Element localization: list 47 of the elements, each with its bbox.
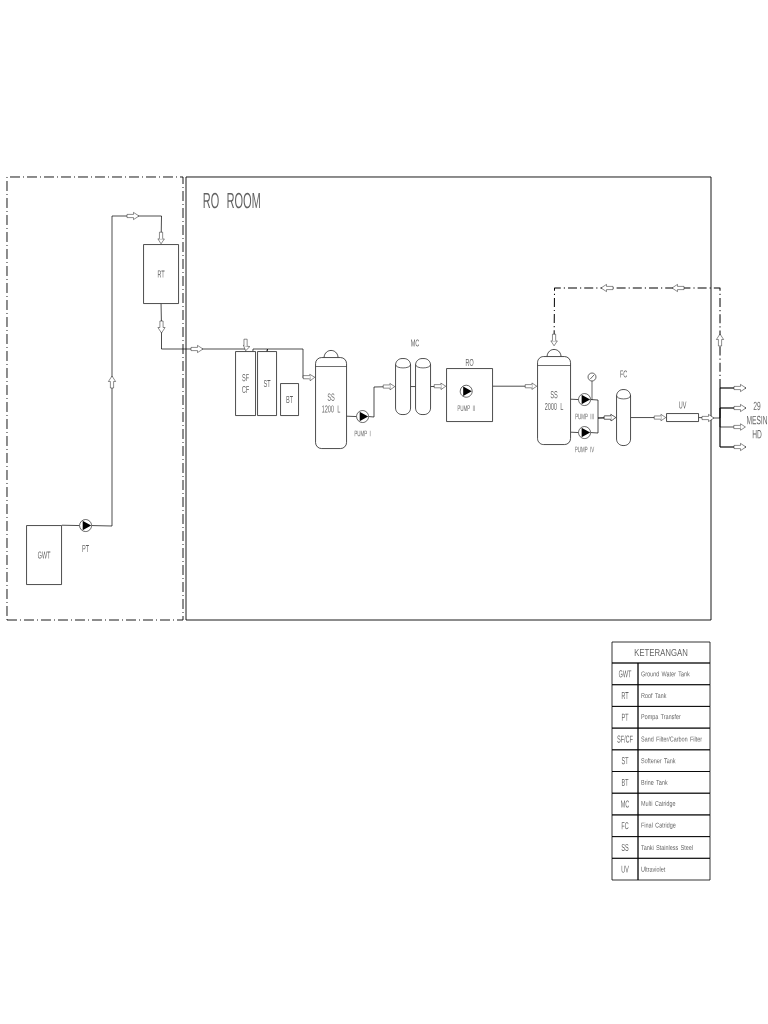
tank-box: RT: [143, 244, 179, 304]
table-cell: BT: [611, 771, 639, 794]
node-label: FC: [620, 370, 628, 378]
table-cell: RT: [611, 684, 639, 707]
flow-arrow: [91, 212, 165, 527]
table-cell: PT: [611, 706, 639, 729]
cartridge-filter: [395, 358, 411, 415]
component-label: MC: [411, 339, 420, 347]
table-cell: GWT: [611, 662, 639, 686]
table-header: KETERANGAN: [611, 641, 711, 664]
pump-label: PUMP IV: [575, 446, 595, 453]
tank-box: ST: [257, 351, 277, 416]
destination-label: 29 MESIN HD: [747, 401, 767, 439]
node-label: RO: [465, 358, 474, 366]
pipe-line: [410, 386, 416, 387]
pipe-line: [570, 398, 579, 400]
pipe-line: [570, 431, 579, 433]
flow-arrow: [492, 382, 538, 390]
dashed-boundary: [6, 176, 184, 621]
pipe-line: [252, 348, 268, 352]
table-cell: ST: [611, 749, 639, 772]
table-cell: SS: [611, 836, 639, 859]
flow-arrow: [430, 382, 446, 390]
storage-tank: SS 1200 L: [315, 350, 347, 449]
flow-arrow: [266, 348, 315, 381]
flow-arrow: [590, 414, 617, 434]
pump-label: PUMP III: [575, 413, 594, 420]
pipe-line: [61, 524, 80, 526]
flow-arrow: [368, 383, 396, 418]
pump-label: PUMP II: [457, 405, 475, 411]
cartridge-filter: [415, 358, 431, 415]
pump-label: PT: [82, 545, 89, 552]
table-cell: FC: [611, 814, 639, 837]
uv-unit: UV: [666, 401, 699, 422]
pipe-line: [346, 415, 357, 417]
tank-box: BT: [280, 383, 299, 416]
tank-box: GWT: [26, 525, 62, 585]
flow-arrow: [698, 384, 747, 451]
flow-arrow: [630, 414, 667, 421]
table-cell: UV: [611, 857, 639, 881]
filter-box: SF CF: [235, 351, 256, 416]
table-cell: SF/CF: [611, 727, 639, 751]
cartridge-filter: FC: [616, 370, 631, 446]
storage-tank: SS 2000 L: [537, 349, 571, 445]
table-cell: MC: [611, 792, 639, 816]
flow-arrow: [157, 303, 250, 353]
flow-arrow: [550, 284, 724, 389]
